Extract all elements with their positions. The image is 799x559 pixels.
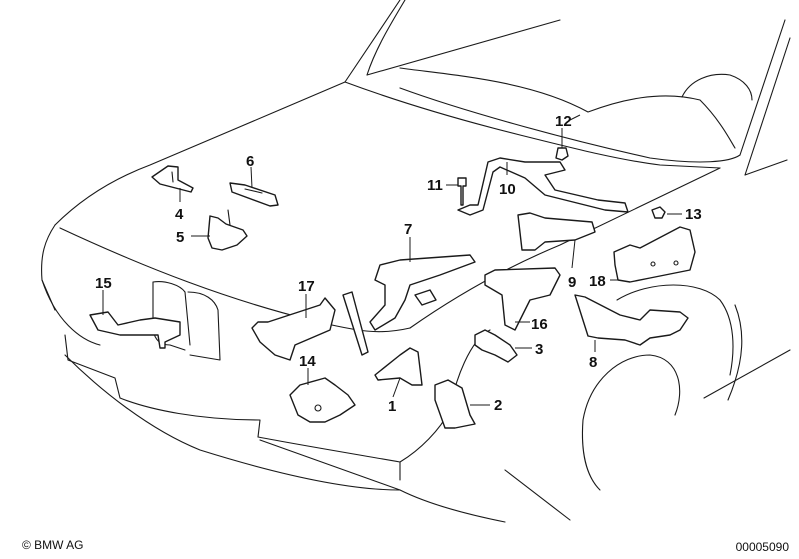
part-6-clip[interactable]	[229, 182, 279, 207]
label-14[interactable]: 14	[299, 353, 316, 370]
part-13-nut[interactable]	[651, 206, 666, 219]
part-8-bracket[interactable]	[574, 294, 689, 346]
document-number: 00005090	[735, 540, 789, 554]
label-12[interactable]: 12	[555, 113, 572, 130]
label-11[interactable]: 11	[427, 177, 443, 194]
part-17-bracket[interactable]	[251, 297, 336, 361]
label-13[interactable]: 13	[685, 206, 702, 223]
part-18-bracket[interactable]	[613, 226, 696, 283]
label-8[interactable]: 8	[589, 354, 597, 371]
label-4[interactable]: 4	[175, 206, 184, 223]
part-12-screw[interactable]	[555, 147, 569, 161]
part-3-grommet[interactable]	[474, 329, 518, 363]
part-5-clip[interactable]	[207, 209, 248, 251]
label-18[interactable]: 18	[589, 273, 606, 290]
label-6[interactable]: 6	[246, 153, 254, 170]
part-2-mount[interactable]	[434, 379, 476, 429]
part-9-bracket[interactable]	[517, 212, 596, 251]
copyright-text: © BMW AG	[22, 538, 84, 552]
label-17[interactable]: 17	[298, 278, 315, 295]
car-body-outline	[41, 0, 791, 523]
leader-lines	[102, 114, 682, 406]
part-labels: 4 6 5 7 12 11 10 13 9 18 8 15 17 14 1 2 …	[95, 113, 702, 415]
part-10-strut[interactable]	[457, 157, 629, 216]
label-16[interactable]: 16	[531, 316, 548, 333]
label-10[interactable]: 10	[499, 181, 516, 198]
part-7-bracket[interactable]	[342, 254, 476, 356]
part-1-bracket[interactable]	[374, 347, 423, 386]
part-16-bracket[interactable]	[484, 267, 561, 331]
label-2[interactable]: 2	[494, 397, 502, 414]
label-9[interactable]: 9	[568, 274, 576, 291]
label-1[interactable]: 1	[388, 398, 396, 415]
part-15-bracket[interactable]	[89, 311, 181, 349]
part-11-bolt[interactable]	[457, 177, 467, 206]
label-7[interactable]: 7	[404, 221, 412, 238]
label-15[interactable]: 15	[95, 275, 112, 292]
label-3[interactable]: 3	[535, 341, 543, 358]
part-14-bracket[interactable]	[289, 377, 356, 423]
label-5[interactable]: 5	[176, 229, 184, 246]
part-4-clip[interactable]	[151, 165, 194, 193]
